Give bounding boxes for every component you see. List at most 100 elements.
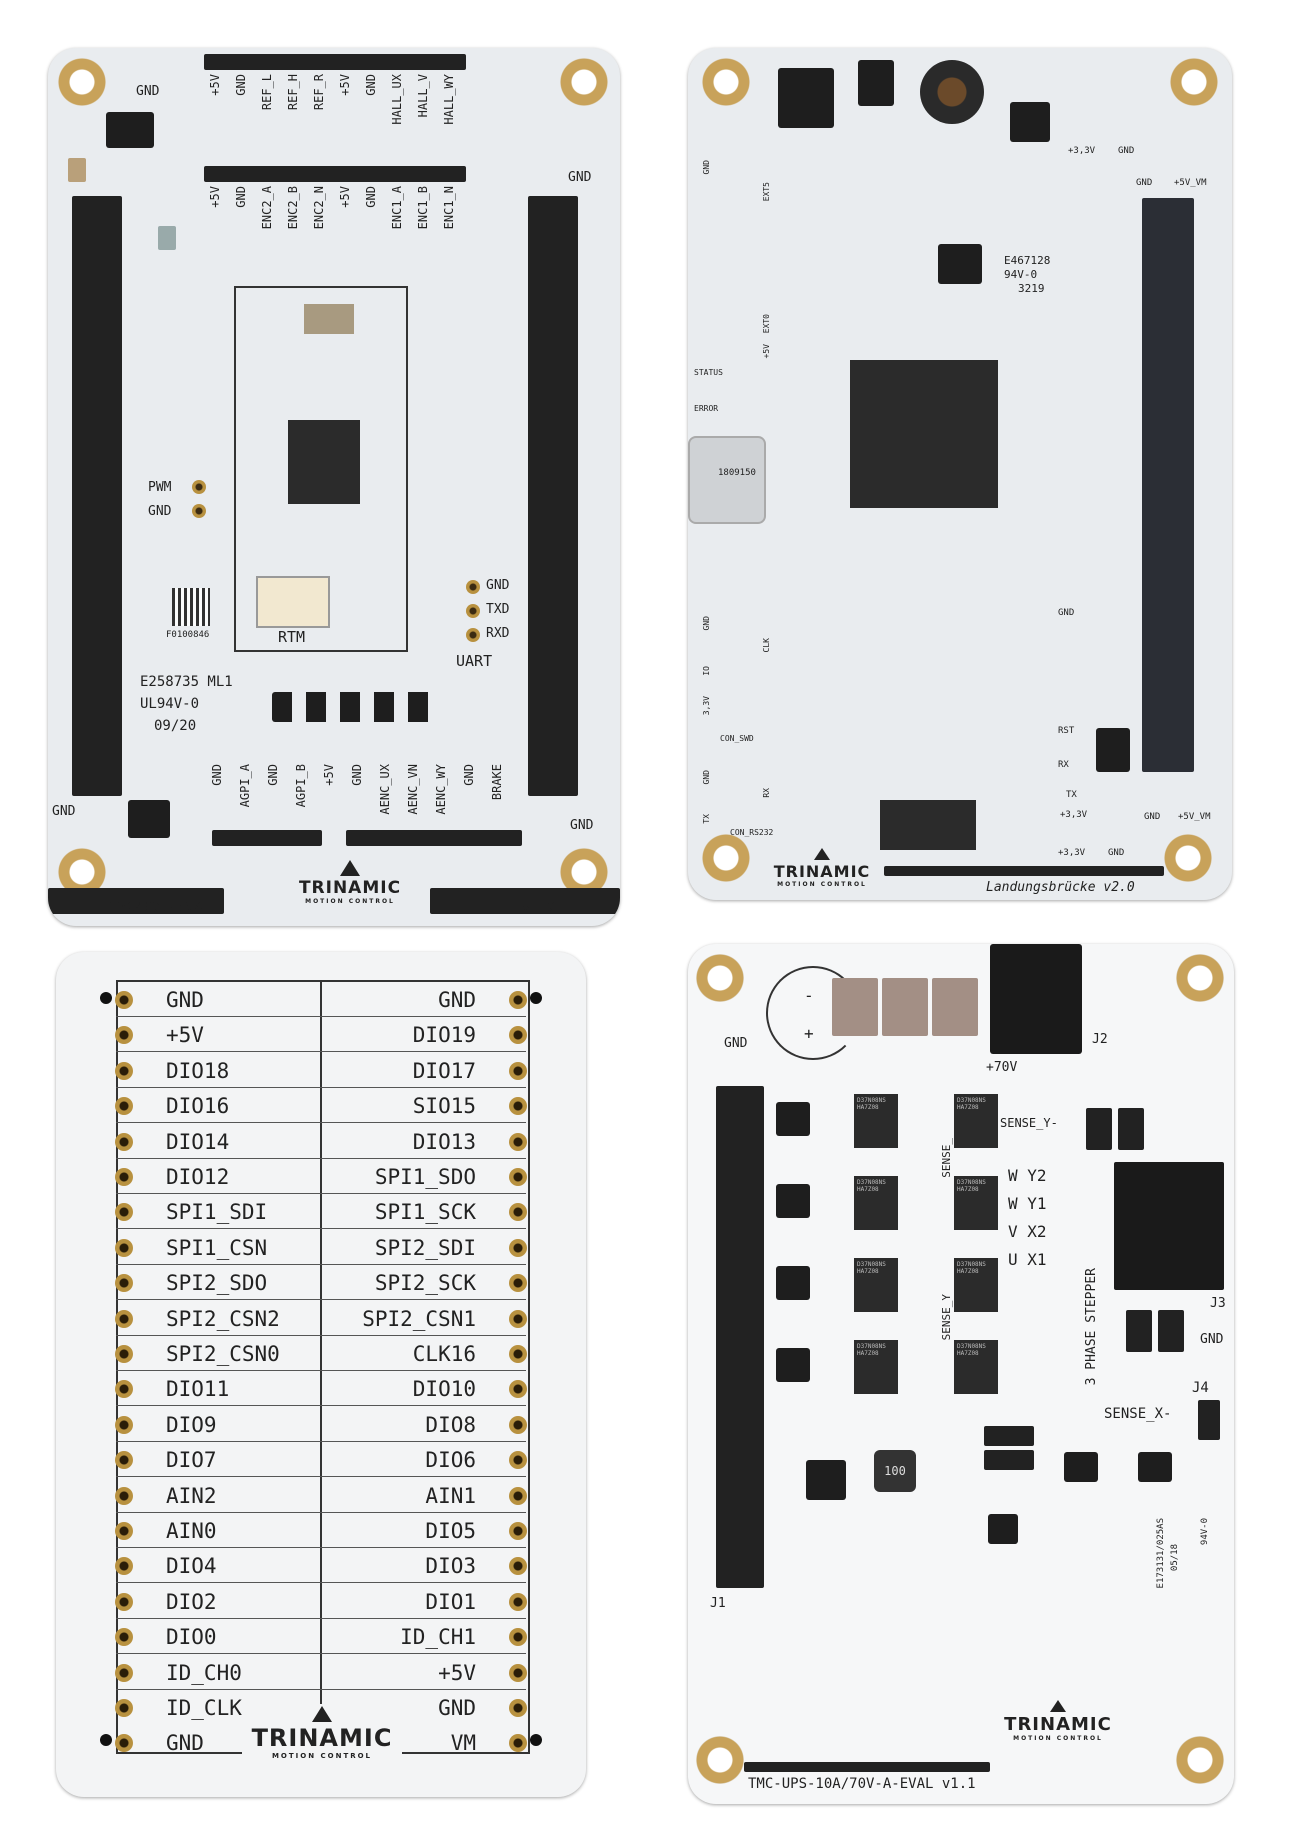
pin-pad <box>509 1274 527 1293</box>
pin-pad <box>115 1663 133 1682</box>
row-divider <box>116 1122 526 1124</box>
pin-label-left: DIO16 <box>166 1094 230 1119</box>
gnd-label: GND <box>1108 848 1125 858</box>
mounting-hole <box>702 834 750 882</box>
j1-label: J1 <box>710 1596 726 1611</box>
gate-driver <box>776 1348 810 1382</box>
header-pin-label: +5V <box>208 74 222 96</box>
pin-pad <box>509 1486 527 1505</box>
pin-label-left: SPI1_CSN <box>166 1235 268 1260</box>
pin-label-left: DIO0 <box>166 1625 217 1650</box>
header-pin-label: REF_H <box>286 74 300 111</box>
pin-pad <box>509 1415 527 1434</box>
gnd-label: GND <box>568 170 592 185</box>
header-pin-label: +5V <box>338 186 352 208</box>
ul-rating: 94V-0 <box>1200 1518 1210 1546</box>
right-double-pin-header <box>1142 198 1194 772</box>
stepper-label: 3 PHASE STEPPER <box>1084 1268 1099 1386</box>
pin-label-left: GND <box>166 1731 204 1756</box>
datamatrix-code <box>172 588 210 626</box>
mosfet-code: D37N08NS <box>857 1179 886 1186</box>
rtm-outline <box>234 286 408 652</box>
pinout-divider <box>320 980 322 1720</box>
error-label: ERROR <box>694 404 719 413</box>
board-name: TMC-UPS-10A/70V-A-EVAL v1.1 <box>748 1776 976 1792</box>
rtm-label: RTM <box>278 628 306 646</box>
trinamic-logo: TRINAMIC MOTION CONTROL <box>988 1700 1128 1742</box>
gnd-label: GND <box>724 1036 748 1051</box>
left-label: EXT0 <box>762 314 771 334</box>
marker-dot <box>530 992 542 1004</box>
header-pin-label: GND <box>364 186 378 208</box>
pin-pad <box>509 1026 527 1045</box>
con-rs232-label: CON_RS232 <box>730 828 774 837</box>
logo-sub: MOTION CONTROL <box>271 1752 373 1760</box>
pin-pad <box>115 1592 133 1611</box>
pin-pad <box>509 1061 527 1080</box>
ul-rating: 94V-0 <box>1004 268 1038 281</box>
vm-label: +5V_VM <box>1178 812 1211 822</box>
crystal <box>304 304 354 334</box>
pin-label-right: SPI2_SDI <box>374 1235 476 1260</box>
j3-label: J3 <box>1210 1296 1226 1311</box>
row-divider <box>116 1193 526 1194</box>
pin-pad <box>509 1203 527 1222</box>
shunt-resistor <box>1118 1108 1144 1150</box>
capacitor <box>932 978 978 1036</box>
board-version: v1.2 <box>522 900 556 916</box>
pin-label-left: DIO2 <box>166 1589 217 1614</box>
pin-pad <box>509 1380 527 1399</box>
pin-label-left: SPI2_SDO <box>166 1271 268 1296</box>
gate-driver <box>776 1184 810 1218</box>
pin-label-right: SPI2_SCK <box>374 1271 476 1296</box>
pin-label-left: SPI2_CSN0 <box>166 1342 280 1366</box>
header-pin-label: GND <box>350 764 364 786</box>
pin-label-right: ID_CH1 <box>400 1625 476 1650</box>
pin-pad <box>115 1061 133 1080</box>
pin-pad <box>509 1628 527 1647</box>
usb-code: 1809150 <box>718 468 756 478</box>
pin-pad <box>115 1309 133 1328</box>
rst-label: RST <box>1058 726 1075 736</box>
gnd-label: GND <box>570 818 594 833</box>
gnd-label: GND <box>148 504 172 519</box>
row-divider <box>116 1476 526 1478</box>
con-swd-label: CON_SWD <box>720 734 754 743</box>
header-pin-label: GND <box>266 764 280 786</box>
ul-code: E173131/025AS <box>1156 1518 1166 1589</box>
trinamic-logo: TRINAMIC MOTION CONTROL <box>242 1704 402 1760</box>
row-divider <box>116 1511 526 1513</box>
status-label: STATUS <box>694 368 723 377</box>
mounting-hole <box>696 1736 744 1784</box>
row-divider <box>116 1582 526 1584</box>
pwm-pad <box>192 480 206 494</box>
diode <box>1096 728 1130 772</box>
top-pin-header-1 <box>204 54 466 70</box>
gnd-label: GND <box>1144 812 1161 822</box>
trinamic-logo-icon <box>340 860 360 876</box>
ul-code: E467128 <box>1004 254 1051 267</box>
header-pin-label: +5V <box>208 186 222 208</box>
pin-label-left: DIO18 <box>166 1058 230 1083</box>
pin-label-right: DIO6 <box>425 1448 476 1473</box>
sense-x-label: SENSE_X- <box>1104 1406 1172 1422</box>
header-pin-label: REF_R <box>312 74 326 111</box>
top-pin-header-2 <box>204 166 466 182</box>
gnd-label: GND <box>1200 1332 1224 1347</box>
bottom-pin-header-1 <box>212 830 322 846</box>
gnd-label: GND <box>1058 608 1075 618</box>
ic <box>1010 102 1050 142</box>
row-divider <box>116 1547 526 1548</box>
left-label: TX <box>702 814 711 824</box>
pin-label-left: DIO4 <box>166 1554 217 1579</box>
pin-pad <box>115 1734 133 1753</box>
